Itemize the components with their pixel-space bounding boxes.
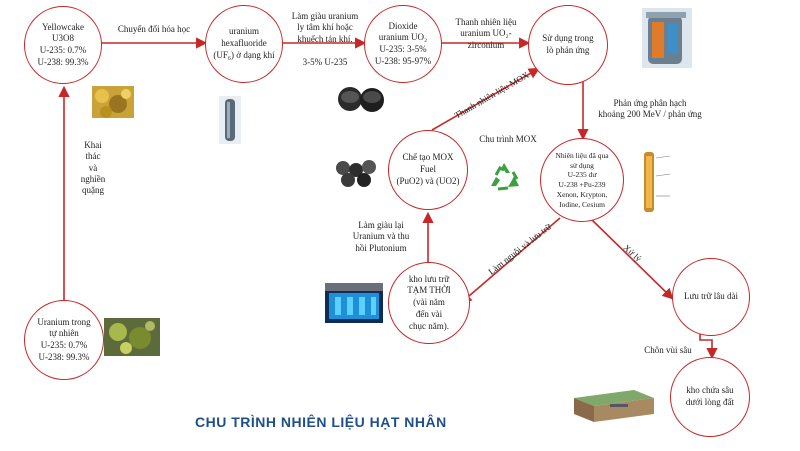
label-reprocess: Làm giàu lại Uranium và thu hồi Plutoniu… <box>352 220 410 253</box>
label-enrichment: Làm giàu uranium ly tâm khí hoặc khuếch … <box>291 11 359 44</box>
natural-uranium-node: Uranium trong tự nhiên U-235: 0.7% U-238… <box>24 300 104 380</box>
hexafluoride-text: uranium hexafluoride (UF₆) ở dạng khí <box>213 26 275 60</box>
cooling-pool-photo <box>325 283 383 323</box>
yellowcake-text: Yellowcake U3O8 U-235: 0.7% U-238: 99.3% <box>37 21 89 67</box>
mox-text: Chế tạo MOX Fuel (PuO2) và (UO2) <box>396 152 460 186</box>
repository-photo <box>574 384 654 424</box>
dioxide-node: Dioxide uranium UO₂ U-235: 3-5% U-238: 9… <box>364 5 442 83</box>
uf6-cylinder-photo <box>219 96 241 144</box>
ore-photo <box>104 318 160 356</box>
arrow-mox-rod <box>431 67 540 131</box>
spent-fuel-text: Nhiên liệu đã qua sử dụng U-235 dư U-238… <box>555 150 609 209</box>
uo2-pellets-photo <box>338 87 384 112</box>
dioxide-text: Dioxide uranium UO₂ U-235: 3-5% U-238: 9… <box>374 20 432 66</box>
label-mining: Khai thác và nghiền quặng <box>80 140 106 195</box>
label-enrich-pct: 3-5% U-235 <box>302 57 348 67</box>
label-fission: Phản ứng phân hạch khoảng 200 MeV / phản… <box>598 98 702 120</box>
reactor-node: Sử dụng trong lò phản ứng <box>528 5 608 85</box>
recycle-icon <box>491 163 519 191</box>
yellowcake-photo <box>92 86 134 118</box>
label-mox-cycle: Chu trình MOX <box>479 134 537 144</box>
arrow-cool <box>460 217 561 304</box>
label-fabrication: Thanh nhiên liệu uranium UO₂- zirconium <box>455 17 517 50</box>
temp-storage-node: kho lưu trữ TẠM THỜI (vài năm đến vài ch… <box>388 262 470 344</box>
fuel-pin-photo <box>634 146 672 220</box>
label-bury: Chôn vùi sâu <box>644 345 692 355</box>
yellowcake-node: Yellowcake U3O8 U-235: 0.7% U-238: 99.3% <box>24 6 102 84</box>
reactor-photo <box>642 8 692 68</box>
arrow-to-long <box>589 217 674 300</box>
fuel-rods-photo <box>334 158 380 188</box>
spent-fuel-node: Nhiên liệu đã qua sử dụng U-235 dư U-238… <box>540 138 624 222</box>
mox-node: Chế tạo MOX Fuel (PuO2) và (UO2) <box>388 130 468 210</box>
page-title: CHU TRÌNH NHIÊN LIỆU HẠT NHÂN <box>195 414 447 430</box>
reactor-text: Sử dụng trong lò phản ứng <box>542 33 594 55</box>
deep-repository-text: kho chứa sâu dưới lòng đất <box>685 385 735 407</box>
natural-uranium-text: Uranium trong tự nhiên U-235: 0.7% U-238… <box>37 316 91 362</box>
temp-storage-text: kho lưu trữ TẠM THỜI (vài năm đến vài ch… <box>407 273 451 331</box>
long-storage-text: Lưu trữ lâu dài <box>684 291 738 302</box>
hexafluoride-node: uranium hexafluoride (UF₆) ở dạng khí <box>205 5 283 83</box>
deep-repository-node: kho chứa sâu dưới lòng đất <box>670 357 750 437</box>
long-storage-node: Lưu trữ lâu dài <box>672 258 750 336</box>
label-conversion: Chuyển đổi hóa học <box>117 24 191 34</box>
